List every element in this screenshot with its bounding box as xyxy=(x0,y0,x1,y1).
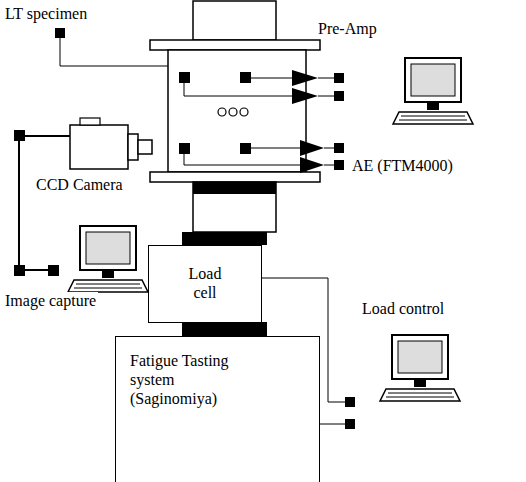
load-cell-box: Load cell xyxy=(148,245,262,323)
part-label: CCD Camera xyxy=(34,176,125,194)
box-text: Load cell xyxy=(181,264,229,302)
part-label: AE (FTM4000) xyxy=(350,157,455,175)
box-text: Fatigue Tasting system (Saginomiya) xyxy=(130,351,255,408)
part-label: Image capture xyxy=(3,292,98,310)
fatigue-system-box: Fatigue Tasting system (Saginomiya) xyxy=(115,336,320,482)
part-label: LT specimen xyxy=(3,5,89,23)
part-label: Pre-Amp xyxy=(316,20,379,38)
part-label: Load control xyxy=(360,300,446,318)
